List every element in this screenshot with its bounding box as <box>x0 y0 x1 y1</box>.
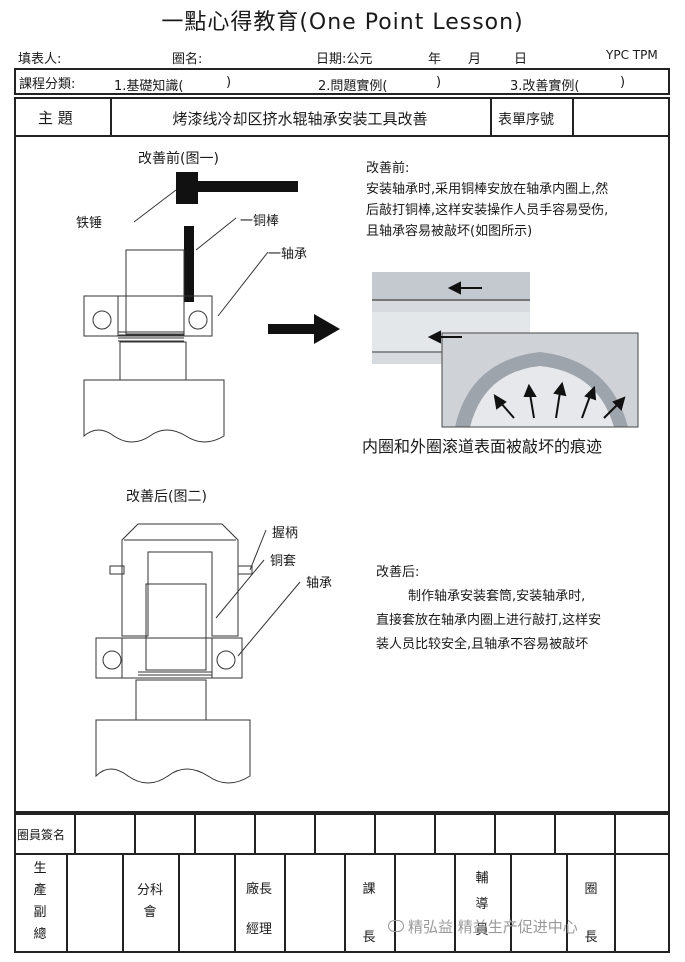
role-plant-manager: 廠長經理 <box>245 882 272 937</box>
month-label: 月 <box>468 52 482 67</box>
role-section-chief: 課長 <box>362 882 376 945</box>
subject-value: 烤漆线冷却区挤水辊轴承安装工具改善 <box>172 110 428 128</box>
role-advisor: 輔導員 <box>475 871 489 938</box>
figure-before-drawing <box>83 172 298 443</box>
page-title: 一點心得教育(One Point Lesson) <box>161 10 524 35</box>
role-deputy-gm: 生產副總 <box>33 861 47 942</box>
role-circle-leader: 圈長 <box>584 882 598 945</box>
bearing-label-before: 一轴承 <box>268 247 308 262</box>
before-desc-line: 后敲打铜棒,这样安装操作人员手容易受伤, <box>366 203 609 218</box>
filler-label: 填表人: <box>18 52 62 67</box>
hammer-label: 铁锤 <box>76 216 103 231</box>
category-option-3: 3.改善實例( <box>510 79 580 94</box>
chat-bubble-icon <box>388 920 404 932</box>
after-desc-line: 装人员比较安全,且轴承不容易被敲坏 <box>376 637 589 652</box>
category-option-1-end: ) <box>226 75 232 90</box>
category-option-2-end: ) <box>436 75 442 90</box>
after-desc-line: 制作轴承安装套筒,安装轴承时, <box>408 589 586 604</box>
handle-label: 握柄 <box>272 526 299 541</box>
category-label: 課程分類: <box>19 77 76 92</box>
before-desc-line: 且轴承容易被敲坏(如图所示) <box>366 224 533 239</box>
photo-caption: 内圈和外圈滚道表面被敲坏的痕迹 <box>362 437 603 456</box>
before-desc-title: 改善前: <box>366 161 410 176</box>
subject-label: 主 題 <box>38 109 73 127</box>
arrow-right-icon <box>268 314 340 344</box>
after-desc-title: 改善后: <box>376 565 420 580</box>
bearing-label-after: 轴承 <box>306 576 333 591</box>
content-frame <box>14 137 670 813</box>
hammer-handle <box>198 181 298 192</box>
org-label: YPC TPM <box>606 48 658 62</box>
before-desc-line: 安装轴承时,采用铜棒安放在轴承内圈上,然 <box>366 182 609 197</box>
day-label: 日 <box>514 52 528 67</box>
circle-name-label: 圈名: <box>172 52 203 67</box>
category-option-2: 2.問題實例( <box>318 79 388 94</box>
signature-table <box>14 813 670 953</box>
hammer-head <box>176 172 198 204</box>
copper-rod <box>184 226 194 302</box>
category-option-1: 1.基礎知識( <box>114 79 184 94</box>
role-division: 分科會 <box>136 883 163 920</box>
date-label: 日期:公元 <box>316 52 373 67</box>
members-signature-label: 圈員簽名 <box>17 828 66 842</box>
watermark: 精弘益 精益生产促进中心 <box>388 916 578 937</box>
form-number-label: 表單序號 <box>498 112 554 128</box>
sleeve-label: 铜套 <box>270 554 297 569</box>
category-option-3-end: ) <box>620 75 626 90</box>
figure-after-caption: 改善后(图二) <box>126 489 207 505</box>
bearing-damage-photo <box>372 272 639 428</box>
figure-after-drawing <box>95 523 301 784</box>
figure-before-caption: 改善前(图一) <box>138 151 219 167</box>
subject-row <box>14 97 670 137</box>
category-row <box>14 68 670 95</box>
year-label: 年 <box>428 52 442 67</box>
after-desc-line: 直接套放在轴承内圈上进行敲打,这样安 <box>376 613 602 628</box>
copper-rod-label: 一铜棒 <box>240 214 280 229</box>
